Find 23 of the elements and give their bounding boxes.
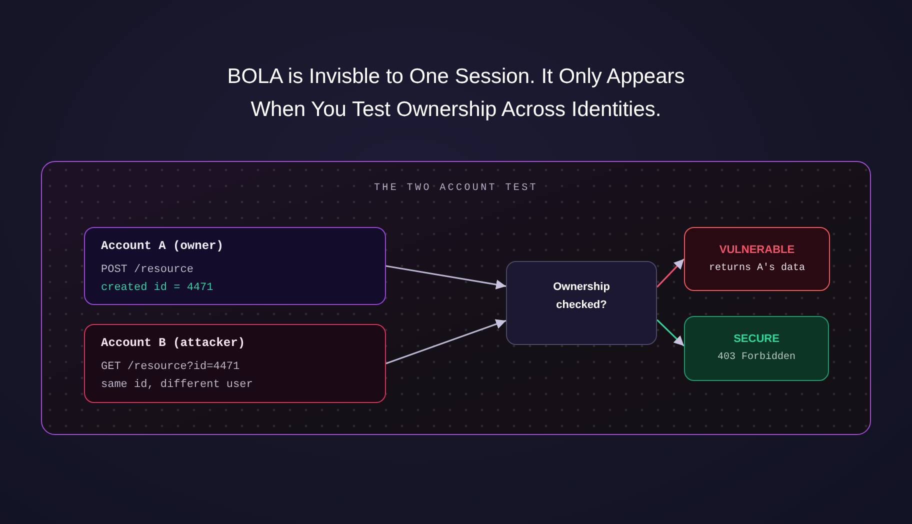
note-text: same id, different user xyxy=(101,378,253,393)
test-panel xyxy=(41,161,871,435)
arrow xyxy=(656,258,685,288)
account-title: Account A (owner) xyxy=(101,238,224,254)
request-text: POST /resource xyxy=(101,263,194,278)
result-box xyxy=(684,227,830,291)
request-text: GET /resource?id=4471 xyxy=(101,360,240,375)
arrow xyxy=(386,265,506,290)
result-box xyxy=(684,316,829,381)
question-text: Ownership checked? xyxy=(553,280,610,313)
account-box xyxy=(84,227,386,305)
decision-box xyxy=(506,261,657,345)
result-text: 403 Forbidden xyxy=(717,350,796,365)
panel-heading: THE TWO ACCOUNT TEST xyxy=(374,182,538,196)
id-text: created id = 4471 xyxy=(101,281,214,296)
account-box xyxy=(84,324,386,403)
account-title: Account B (attacker) xyxy=(101,335,246,351)
result-title: VULNERABLE xyxy=(719,242,795,258)
result-title: SECURE xyxy=(734,332,780,347)
arrow xyxy=(656,319,685,346)
arrow xyxy=(386,319,506,364)
title: BOLA is Invisble to One Session. It Only Appears When You Test Ownership Across Identities. xyxy=(226,64,686,123)
result-text: returns A's data xyxy=(708,262,805,276)
